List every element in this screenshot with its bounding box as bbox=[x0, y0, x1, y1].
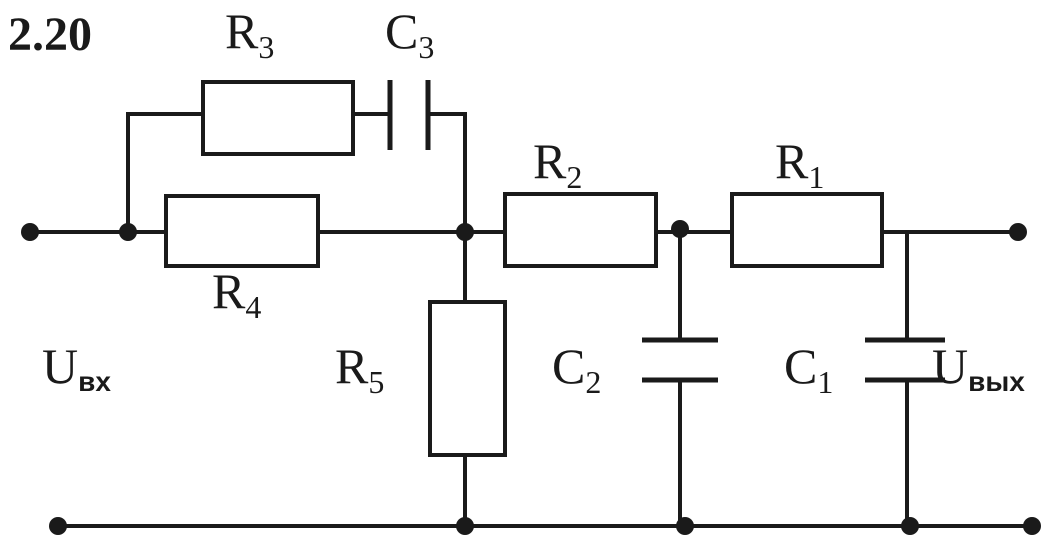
resistor-r4 bbox=[164, 194, 320, 268]
junction-branch-left bbox=[119, 223, 137, 241]
resistor-r5 bbox=[428, 300, 507, 457]
label-r1: R1 bbox=[775, 133, 824, 195]
capacitor-c1 bbox=[865, 337, 945, 383]
label-r2: R2 bbox=[533, 133, 582, 195]
capacitor-c3 bbox=[387, 80, 431, 150]
junction-ground-r5 bbox=[456, 517, 474, 535]
output-terminal-top bbox=[1009, 223, 1027, 241]
junction-ground-c2 bbox=[676, 517, 694, 535]
junction-main-node bbox=[456, 223, 474, 241]
input-terminal-top bbox=[21, 223, 39, 241]
resistor-r2 bbox=[503, 192, 658, 268]
label-c3: C3 bbox=[385, 3, 434, 65]
resistor-r1 bbox=[730, 192, 884, 268]
junctions bbox=[21, 220, 1041, 535]
label-u-output: Uвых bbox=[932, 338, 1025, 397]
label-c2: C2 bbox=[552, 338, 601, 400]
capacitor-c2 bbox=[642, 337, 718, 383]
junction-ground-c1 bbox=[901, 517, 919, 535]
label-c1: C1 bbox=[784, 338, 833, 400]
input-terminal-bottom bbox=[49, 517, 67, 535]
label-r5: R5 bbox=[335, 338, 384, 400]
junction-c2-node bbox=[671, 220, 689, 238]
resistor-r3 bbox=[201, 80, 355, 156]
label-r3: R3 bbox=[225, 3, 274, 65]
label-r4: R4 bbox=[212, 263, 261, 325]
label-u-input: Uвх bbox=[42, 338, 111, 397]
wires bbox=[28, 112, 1034, 528]
output-terminal-bottom bbox=[1023, 517, 1041, 535]
problem-number: 2.20 bbox=[8, 8, 92, 61]
